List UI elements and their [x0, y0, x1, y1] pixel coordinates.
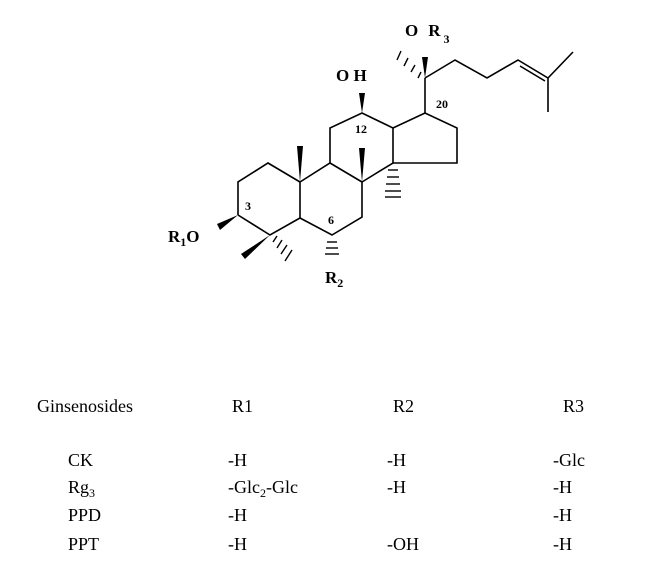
header-ginsenosides: Ginsenosides — [37, 396, 133, 416]
oh-label: O H — [336, 66, 367, 85]
row-name: PPD — [68, 505, 102, 525]
r3-value: -H — [553, 505, 572, 525]
r2-value: -H — [387, 477, 406, 497]
r3-value: -Glc — [553, 450, 585, 470]
r3-value: -H — [553, 534, 572, 554]
r1-value: -H — [228, 534, 247, 554]
stereo-wedges — [217, 57, 428, 259]
row-name: PPT — [68, 534, 100, 554]
position-20-label: 20 — [436, 97, 448, 111]
header-r2: R2 — [393, 396, 415, 416]
r1o-label: R1O — [168, 227, 200, 249]
position-3-label: 3 — [245, 199, 251, 213]
header-r3: R3 — [563, 396, 585, 416]
r1-value: -H — [228, 505, 247, 525]
row-name: Rg3 — [68, 477, 96, 500]
r3-value: -H — [553, 477, 572, 497]
position-12-label: 12 — [355, 122, 367, 136]
r2-label: R2 — [325, 268, 343, 290]
r1-value: -Glc2-Glc — [228, 477, 298, 500]
r2-value: -OH — [387, 534, 419, 554]
r1-value: -H — [228, 450, 247, 470]
stereo-hashes — [272, 50, 422, 262]
r2-value: -H — [387, 450, 406, 470]
header-r1: R1 — [232, 396, 254, 416]
skeleton-bonds — [237, 51, 574, 236]
row-name: CK — [68, 450, 94, 470]
position-6-label: 6 — [328, 213, 334, 227]
